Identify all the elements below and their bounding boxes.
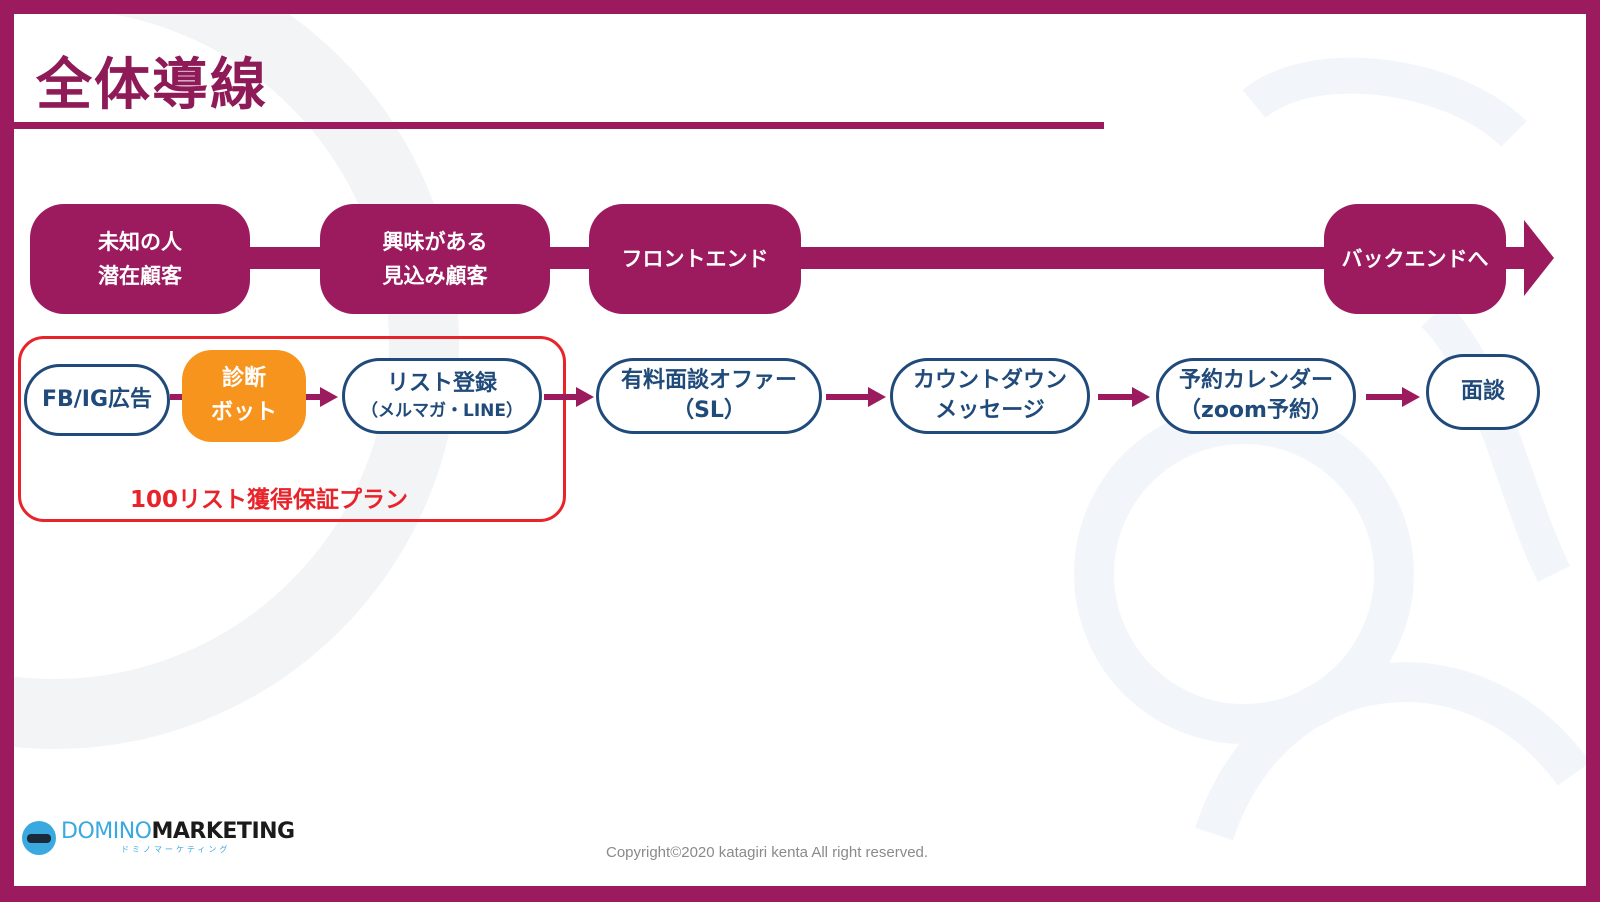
title-underline xyxy=(14,122,1104,129)
flow-label: FB/IG広告 xyxy=(41,387,153,412)
flow-sublabel: メッセージ xyxy=(935,398,1045,423)
stage-label: フロントエンド xyxy=(621,247,769,271)
stage-interested: 興味がある 見込み顧客 xyxy=(320,204,550,314)
flow-sublabel: （zoom予約） xyxy=(1179,398,1333,423)
flow-arrow xyxy=(306,387,338,407)
logo-word-domino: DOMINO xyxy=(61,819,152,844)
flow-sublabel: （SL） xyxy=(672,398,746,423)
flow-booking-calendar: 予約カレンダー （zoom予約） xyxy=(1156,358,1356,434)
logo-word-marketing: MARKETING xyxy=(151,819,296,844)
page-title: 全体導線 xyxy=(36,53,268,118)
flow-label: リスト登録 xyxy=(386,371,497,396)
copyright-notice: Copyright©2020 katagiri kenta All right … xyxy=(606,844,929,861)
flow-arrow xyxy=(544,387,594,407)
flow-fb-ig-ads: FB/IG広告 xyxy=(24,364,170,436)
flow-label: 面談 xyxy=(1460,379,1505,404)
stage-label: バックエンドへ xyxy=(1341,247,1489,271)
flow-paid-consultation-offer: 有料面談オファー （SL） xyxy=(596,358,822,434)
flow-consultation: 面談 xyxy=(1426,354,1540,430)
guarantee-plan-label: 100リスト獲得保証プラン xyxy=(130,487,409,513)
background-decoration xyxy=(14,14,1586,841)
stage-label: 見込み顧客 xyxy=(382,264,488,288)
guarantee-plan-box xyxy=(18,336,566,522)
mascot-icon xyxy=(22,820,56,855)
flow-list-registration: リスト登録 （メルマガ・LINE） xyxy=(342,358,542,434)
stage-label: 未知の人 xyxy=(98,230,182,254)
stage-label: 潜在顧客 xyxy=(98,264,182,288)
stage-backend: バックエンドへ xyxy=(1324,204,1506,314)
stage-label: 興味がある xyxy=(382,230,488,254)
flow-label: ボット xyxy=(210,400,277,425)
flow-sublabel: （メルマガ・LINE） xyxy=(361,401,523,421)
flow-arrow xyxy=(826,387,886,407)
flow-label: カウントダウン xyxy=(912,368,1067,393)
flow-arrow xyxy=(1366,387,1420,407)
flow-label: 有料面談オファー xyxy=(620,368,797,393)
stage-arrowhead xyxy=(1524,220,1554,296)
flow-label: 予約カレンダー xyxy=(1178,368,1333,393)
flow-diagnosis-bot: 診断 ボット xyxy=(182,350,306,442)
flow-label: 診断 xyxy=(221,366,266,391)
company-logo: DOMINOMARKETING ドミノマーケティング xyxy=(22,820,295,855)
flow-countdown-message: カウントダウン メッセージ xyxy=(890,358,1090,434)
slide: 全体導線 未知の人 潜在顧客 興味がある 見込み顧客 フロントエンド バックエン… xyxy=(14,14,1586,886)
stage-frontend: フロントエンド xyxy=(589,204,801,314)
logo-kana: ドミノマーケティング xyxy=(121,845,231,854)
stage-unaware: 未知の人 潜在顧客 xyxy=(30,204,250,314)
flow-arrow xyxy=(1098,387,1150,407)
connector-line xyxy=(170,387,182,407)
